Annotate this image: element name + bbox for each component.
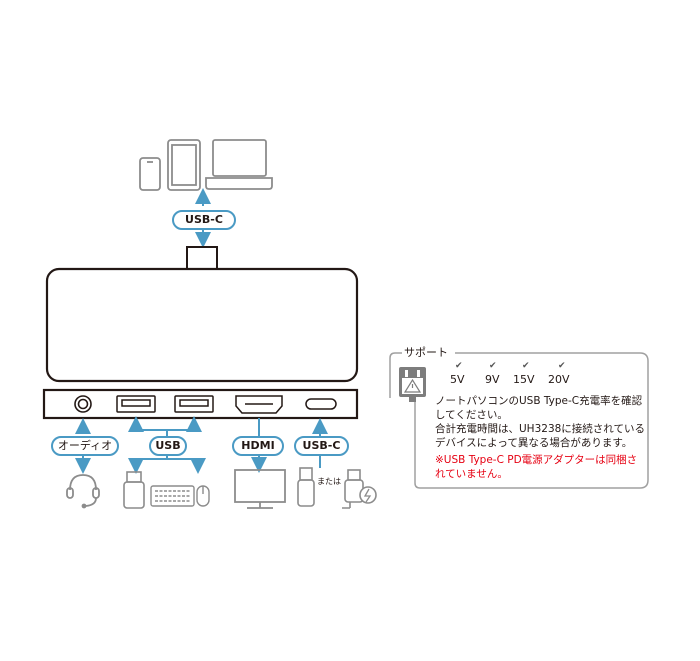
usb-c-flash-drive-icon (297, 467, 315, 507)
usb-a-port-1 (116, 395, 156, 413)
hub-body (45, 267, 359, 383)
audio-jack-port (74, 395, 92, 413)
support-title: サポート (404, 346, 448, 359)
charger-warning-icon (399, 367, 426, 402)
usb-flash-drive-icon (123, 471, 145, 509)
usb-c-connector (186, 246, 218, 271)
tablet-icon (167, 139, 201, 191)
headset-icon (66, 474, 100, 509)
hdmi-label: HDMI (232, 436, 284, 456)
mouse-icon (196, 485, 210, 507)
usb-c-host-label: USB-C (172, 210, 236, 230)
power-adapter-icon (342, 469, 377, 509)
voltage-20v: 20V (548, 373, 570, 386)
monitor-icon (234, 469, 286, 509)
laptop-icon (205, 139, 273, 190)
support-note-line: デバイスによって異なる場合があります。 (435, 437, 633, 449)
support-note-line: 合計充電時間は、UH3238に接続されている (435, 423, 645, 435)
voltage-15v: 15V (513, 373, 535, 386)
or-text: または (317, 477, 341, 486)
check-icon: ✔ (455, 361, 463, 371)
usb-label: USB (149, 436, 187, 456)
check-icon: ✔ (489, 361, 497, 371)
voltage-9v: 9V (485, 373, 500, 386)
usb-a-port-2 (174, 395, 214, 413)
usb-c-port (305, 398, 337, 410)
check-icon: ✔ (558, 361, 566, 371)
smartphone-icon (139, 157, 161, 191)
support-note-line: ノートパソコンのUSB Type-C充電率を確認 (435, 395, 643, 407)
usb-c-label: USB-C (294, 436, 349, 456)
check-icon: ✔ (522, 361, 530, 371)
adapter-warning-line: ※USB Type-C PD電源アダプターは同梱さ (435, 454, 638, 466)
voltage-5v: 5V (450, 373, 465, 386)
support-box (414, 352, 649, 489)
support-note-line: してください。 (435, 409, 508, 421)
keyboard-icon (150, 485, 195, 507)
adapter-warning-line: れていません。 (435, 468, 508, 480)
hdmi-port (235, 395, 283, 414)
audio-label: オーディオ (51, 436, 119, 456)
